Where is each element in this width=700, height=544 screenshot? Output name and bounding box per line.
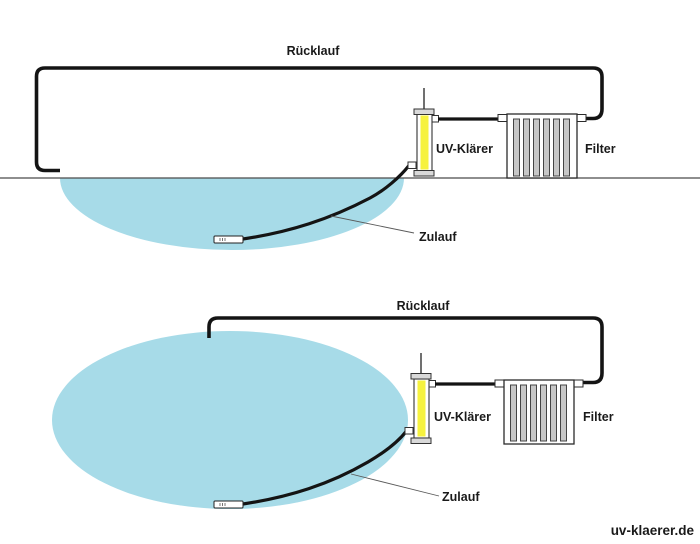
filter-media-bar (513, 118, 520, 177)
filter-left-port (497, 114, 508, 122)
uv-clarifier-unit (404, 353, 436, 444)
return-pipe (34, 66, 604, 173)
filter-media-bar (523, 118, 530, 177)
uv-clarifier-label: UV-Klärer (434, 410, 491, 424)
pond-nozzle-body (213, 235, 244, 244)
uv-clarifier-label: UV-Klärer (436, 142, 493, 156)
top-diagram: Rücklauf UV-Klärer Filter Zulauf (0, 44, 700, 250)
filter-media-bar (540, 384, 547, 442)
uv-inlet-connector (404, 427, 414, 435)
uv-bottom-cap (410, 437, 432, 444)
filter-unit (497, 113, 587, 179)
filter-media-bar (510, 384, 517, 442)
pool-nozzle-body (213, 500, 244, 509)
pool-nozzle (213, 500, 244, 509)
pond-nozzle-grill (219, 238, 226, 241)
uv-clarifier-unit (407, 88, 439, 177)
inlet-leader-line (350, 473, 440, 497)
return-line-label: Rücklauf (287, 44, 341, 58)
uv-lamp-glow (420, 115, 429, 170)
pond-nozzle (213, 235, 244, 244)
inlet-label: Zulauf (419, 230, 457, 244)
return-pipe (207, 316, 604, 385)
filter-unit (494, 379, 584, 445)
filter-media-bar (560, 384, 567, 442)
filter-left-port (494, 379, 505, 388)
uv-top-cap (413, 108, 435, 115)
bottom-diagram: Rücklauf UV-Klärer Filter Zulauf (52, 299, 614, 509)
site-watermark: uv-klaerer.de (611, 523, 695, 538)
filter-right-port (576, 114, 587, 122)
pool-nozzle-grill (219, 503, 226, 506)
inlet-hose (241, 429, 409, 506)
pond-water (60, 178, 404, 250)
filter-media-bar (520, 384, 527, 442)
return-line-label: Rücklauf (397, 299, 451, 313)
pool-water (52, 331, 408, 509)
filter-label: Filter (583, 410, 614, 424)
filter-media-bar (550, 384, 557, 442)
filter-media-bar (563, 118, 570, 177)
filter-media-bar (533, 118, 540, 177)
filter-media-bar (553, 118, 560, 177)
uv-inlet-connector (407, 161, 417, 169)
inlet-leader-line (330, 215, 415, 234)
filter-media-bar (530, 384, 537, 442)
filter-media-bar (543, 118, 550, 177)
uv-lamp-glow (417, 380, 426, 437)
inlet-hose (241, 163, 411, 241)
uv-bottom-cap (413, 170, 435, 177)
filter-label: Filter (585, 142, 616, 156)
filter-right-port (573, 379, 584, 388)
uv-top-cap (410, 373, 432, 380)
inlet-label: Zulauf (442, 490, 480, 504)
